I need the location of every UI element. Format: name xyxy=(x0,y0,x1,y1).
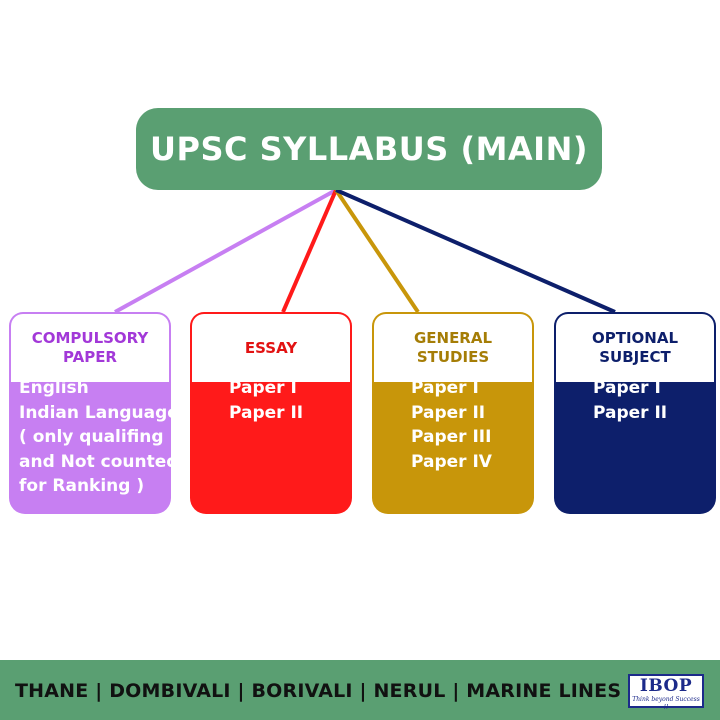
card-body-optional: Paper I Paper II xyxy=(554,360,716,514)
card-body-compulsory: English Indian Language ( only qualifing… xyxy=(9,360,179,514)
list-item: Paper II xyxy=(229,402,304,423)
card-heading-essay: ESSAY xyxy=(190,312,352,382)
list-item: Paper III xyxy=(411,427,492,447)
connector-essay xyxy=(281,189,338,313)
title-box: UPSC SYLLABUS (MAIN) xyxy=(136,108,602,190)
list-item: Paper I xyxy=(593,378,661,398)
list-item: English xyxy=(19,378,89,398)
connector-compulsory xyxy=(114,188,337,314)
logo-text: IBOP xyxy=(639,676,693,696)
ibop-logo: IBOP Think beyond Success !! xyxy=(628,674,704,711)
list-item: for Ranking ) xyxy=(19,476,145,496)
connector-general xyxy=(334,188,420,314)
list-item: Paper IV xyxy=(411,451,492,472)
logo-tagline: Think beyond Success !! xyxy=(632,696,700,711)
list-item: ( only qualifing xyxy=(19,427,164,447)
locations-text: THANE | DOMBIVALI | BORIVALI | NERUL | M… xyxy=(15,680,622,702)
card-heading-general: GENERAL STUDIES xyxy=(372,312,534,382)
card-optional-subject: Paper I Paper II OPTIONAL SUBJECT xyxy=(554,312,716,514)
list-item: Paper II xyxy=(593,402,668,423)
list-item: Paper I xyxy=(229,378,297,398)
card-heading-compulsory: COMPULSORY PAPER xyxy=(9,312,171,382)
connector-optional xyxy=(335,188,616,314)
card-body-essay: Paper I Paper II xyxy=(190,360,352,514)
card-body-general: Paper I Paper II Paper III Paper IV xyxy=(372,360,534,514)
card-essay: Paper I Paper II ESSAY xyxy=(190,312,352,514)
footer-bar: THANE | DOMBIVALI | BORIVALI | NERUL | M… xyxy=(0,660,720,720)
list-item: Paper I xyxy=(411,378,479,398)
list-item: Paper II xyxy=(411,402,486,423)
card-general-studies: Paper I Paper II Paper III Paper IV GENE… xyxy=(372,312,534,514)
page-title: UPSC SYLLABUS (MAIN) xyxy=(150,130,588,168)
card-compulsory-paper: English Indian Language ( only qualifing… xyxy=(9,312,179,514)
list-item: Indian Language xyxy=(19,402,179,423)
list-item: and Not counted xyxy=(19,451,179,472)
card-heading-optional: OPTIONAL SUBJECT xyxy=(554,312,716,382)
